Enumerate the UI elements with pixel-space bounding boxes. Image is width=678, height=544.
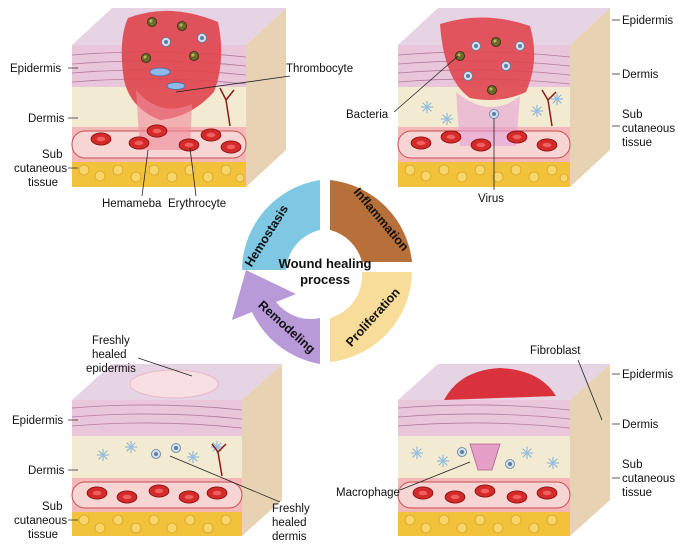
macrophage-label: Macrophage [336, 487, 400, 499]
center-title-line1: Wound healing [279, 256, 372, 271]
virus-label: Virus [478, 193, 504, 205]
dermis-label: Dermis [622, 419, 659, 431]
panel-inflammation: Epidermis Dermis Sub cutaneous tissue Ba… [346, 8, 675, 205]
epidermis-label: Epidermis [622, 369, 673, 381]
fresh-dermis-label-2: healed [272, 517, 307, 529]
fresh-dermis-label-3: dermis [272, 531, 307, 543]
subcutaneous-label-2: cutaneous [14, 515, 67, 527]
thrombocyte-label: Thrombocyte [286, 63, 353, 75]
subcutaneous-label-3: tissue [622, 487, 652, 499]
hemameba-label: Hemameba [102, 198, 162, 210]
subcutaneous-label-2: cutaneous [622, 473, 675, 485]
subcutaneous-label-3: tissue [28, 177, 58, 189]
subcutaneous-label-1: Sub [42, 501, 62, 513]
fresh-epidermis-label-1: Freshly [92, 335, 130, 347]
panel-proliferation: Fibroblast Epidermis Dermis Sub cutaneou… [336, 345, 675, 536]
dermis-label: Dermis [28, 465, 65, 477]
healed-epidermis-patch [130, 370, 218, 398]
subcutaneous-label-3: tissue [622, 137, 652, 149]
epidermis-label: Epidermis [12, 415, 63, 427]
fresh-dermis-label-1: Freshly [272, 503, 310, 515]
subcutaneous-label-3: tissue [28, 529, 58, 541]
fresh-epidermis-label-3: epidermis [86, 363, 136, 375]
subcutaneous-label-1: Sub [622, 109, 642, 121]
epidermis-label: Epidermis [10, 63, 61, 75]
fibroblast-label: Fibroblast [530, 345, 581, 357]
subcutaneous-label-1: Sub [42, 149, 62, 161]
subcutaneous-label-1: Sub [622, 459, 642, 471]
bacteria-label: Bacteria [346, 109, 389, 121]
healing-cycle: Hemostasis Inflammation Proliferation Re… [232, 180, 412, 364]
panel-hemostasis: Epidermis Dermis Sub cutaneous tissue Th… [10, 8, 353, 210]
epidermis-label: Epidermis [622, 15, 673, 27]
erythrocyte-label: Erythrocyte [168, 198, 226, 210]
panel-remodeling: Freshly healed epidermis Epidermis Dermi… [12, 335, 310, 543]
dermis-label: Dermis [28, 113, 65, 125]
center-title-line2: process [300, 272, 350, 287]
subcutaneous-label-2: cutaneous [14, 163, 67, 175]
fresh-epidermis-label-2: healed [92, 349, 127, 361]
dermis-label: Dermis [622, 69, 659, 81]
subcutaneous-label-2: cutaneous [622, 123, 675, 135]
